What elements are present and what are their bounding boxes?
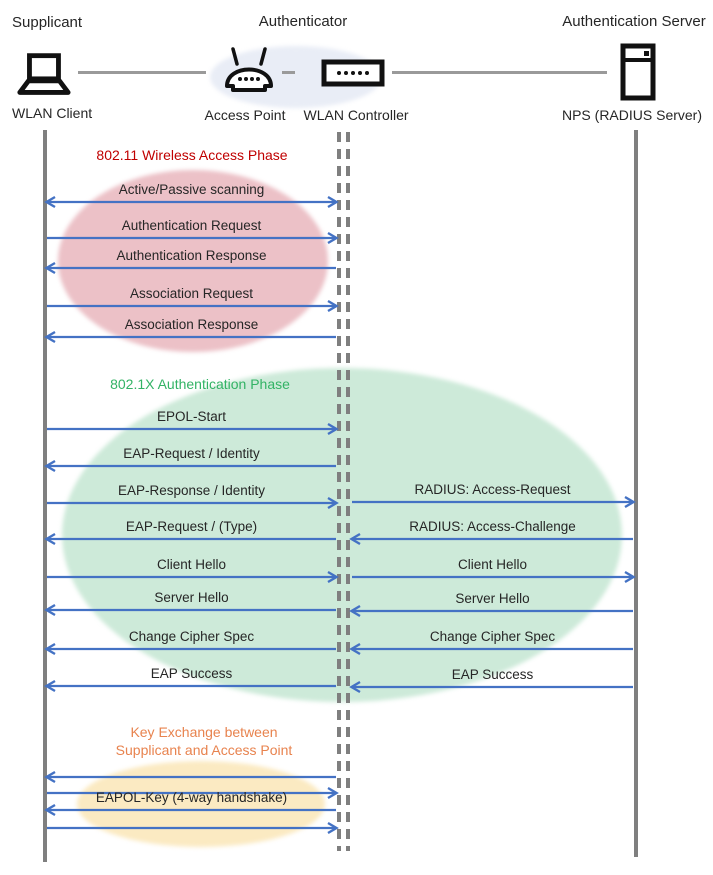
connector-line xyxy=(392,71,607,74)
node-label-nps-radius-server: NPS (RADIUS Server) xyxy=(561,107,703,123)
access-point-icon xyxy=(225,47,273,92)
phase2-ellipse xyxy=(62,368,622,702)
phase3-ellipse xyxy=(77,761,325,847)
phase1-title: 802.11 Wireless Access Phase xyxy=(96,147,288,163)
server-icon xyxy=(620,43,656,101)
role-supplicant: Supplicant xyxy=(12,14,83,31)
wlan-controller-icon xyxy=(321,59,385,87)
phase3-title-line2: Supplicant and Access Point xyxy=(115,742,293,758)
lifeline-wlan-controller xyxy=(346,132,350,851)
laptop-icon xyxy=(17,53,71,95)
role-authenticator: Authenticator xyxy=(258,13,348,30)
node-label-wlan-controller: WLAN Controller xyxy=(303,107,409,123)
connector-line xyxy=(78,71,206,74)
connector-dash xyxy=(282,71,295,74)
phase2-title: 802.1X Authentication Phase xyxy=(110,376,290,392)
lifeline-radius-server xyxy=(634,130,638,857)
role-authentication-server: Authentication Server xyxy=(562,13,706,30)
lifeline-wlan-client xyxy=(43,130,47,862)
lifeline-access-point xyxy=(337,132,341,851)
node-label-wlan-client: WLAN Client xyxy=(12,105,93,121)
phase3-title-line1: Key Exchange between xyxy=(130,724,278,740)
node-label-access-point: Access Point xyxy=(204,107,286,123)
